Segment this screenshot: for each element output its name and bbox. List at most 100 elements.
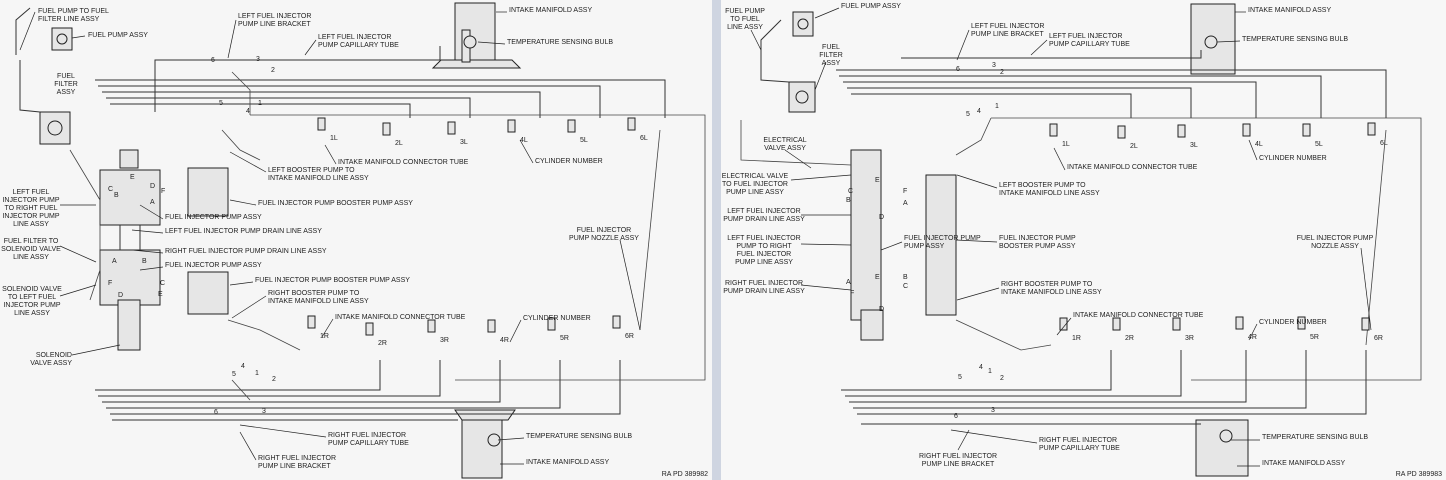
pump-port-top-f: F [161, 188, 165, 195]
bracket-number-top-1: 1 [258, 100, 262, 107]
fuel-line-bundle [740, 19, 1422, 425]
injector-nozzle-2r [365, 322, 374, 336]
pump-port-top-c: C [848, 188, 853, 195]
label-intake-conn-top: INTAKE MANIFOLD CONNECTOR TUBE [338, 159, 469, 166]
cylinder-label-3r: 3R [1185, 335, 1194, 342]
cylinder-label-2r: 2R [1125, 335, 1134, 342]
label-temp-top: TEMPERATURE SENSING BULB [507, 39, 613, 46]
fuel-filter [39, 111, 71, 145]
cylinder-label-1r: 1R [1072, 335, 1081, 342]
label-intake-top: INTAKE MANIFOLD ASSY [1248, 7, 1331, 14]
bracket-number-top-3: 3 [992, 62, 996, 69]
cylinder-label-6r: 6R [1374, 335, 1383, 342]
pump-port-top-d: D [879, 214, 884, 221]
injector-nozzle-4l [1242, 123, 1251, 137]
injector-nozzle-4r [487, 319, 496, 333]
cylinder-label-4l: 4L [520, 137, 528, 144]
label-fuel-pump: FUEL PUMP ASSY [841, 3, 901, 10]
pump-port-bottom-e: E [875, 274, 880, 281]
label-booster-bottom: FUEL INJECTOR PUMP BOOSTER PUMP ASSY [255, 277, 410, 284]
label-intake-bottom: INTAKE MANIFOLD ASSY [1262, 460, 1345, 467]
cylinder-label-5r: 5R [560, 335, 569, 342]
bracket-number-bottom-3: 3 [991, 407, 995, 414]
cylinder-label-5r: 5R [1310, 334, 1319, 341]
label-booster-top: FUEL INJECTOR PUMP BOOSTER PUMP ASSY [258, 200, 413, 207]
pump-port-top-a: A [903, 200, 908, 207]
injector-nozzle-5l [1302, 123, 1311, 137]
bracket-number-top-5: 5 [966, 111, 970, 118]
plate-number: RA PD 389982 [662, 471, 708, 478]
cylinder-label-2l: 2L [395, 140, 403, 147]
injector-nozzle-4l [507, 119, 516, 133]
injector-nozzle-3l [1177, 124, 1186, 138]
injector-nozzle-5l [567, 119, 576, 133]
pump-port-bottom-b: B [903, 274, 908, 281]
bracket-number-top-6: 6 [211, 57, 215, 64]
bracket-number-bottom-2: 2 [272, 376, 276, 383]
label-cyl-bottom: CYLINDER NUMBER [523, 315, 591, 322]
injector-nozzle-5r [547, 317, 556, 331]
pump-port-top-e: E [875, 177, 880, 184]
pump-port-bottom-c: C [160, 280, 165, 287]
injector-nozzle-6l [1367, 122, 1376, 136]
bracket-number-bottom-3: 3 [262, 408, 266, 415]
cylinder-label-4r: 4R [1248, 334, 1257, 341]
bracket-number-bottom-4: 4 [241, 363, 245, 370]
injector-nozzle-1r [307, 315, 316, 329]
cylinder-label-5l: 5L [1315, 141, 1323, 148]
intake-manifold-top [1190, 3, 1236, 75]
bracket-number-bottom-1: 1 [988, 368, 992, 375]
pump-port-bottom-d: D [118, 292, 123, 299]
label-intake-conn-bottom: INTAKE MANIFOLD CONNECTOR TUBE [1073, 312, 1204, 319]
pump-port-top-f: F [903, 188, 907, 195]
pump-port-bottom-c: C [903, 283, 908, 290]
fuel-pump [51, 27, 73, 51]
intake-manifold-top [431, 2, 522, 69]
label-temp-bottom: TEMPERATURE SENSING BULB [526, 433, 632, 440]
bracket-number-top-2: 2 [271, 67, 275, 74]
label-cyl-bottom: CYLINDER NUMBER [1259, 319, 1327, 326]
bracket-number-bottom-5: 5 [958, 374, 962, 381]
injector-nozzle-1r [1059, 317, 1068, 331]
pump-port-top-a: A [150, 199, 155, 206]
injector-nozzle-3r [1172, 317, 1181, 331]
bracket-number-bottom-6: 6 [214, 409, 218, 416]
cylinder-label-3l: 3L [1190, 142, 1198, 149]
injector-nozzle-6l [627, 117, 636, 131]
bracket-number-bottom-2: 2 [1000, 375, 1004, 382]
injector-nozzle-5r [1297, 316, 1306, 330]
label-intake-conn-bottom: INTAKE MANIFOLD CONNECTOR TUBE [335, 314, 466, 321]
injector-nozzle-2l [1117, 125, 1126, 139]
injector-nozzle-1l [317, 117, 326, 131]
pump-port-top-b: B [846, 197, 851, 204]
injector-nozzle-6r [1361, 317, 1370, 331]
pump-port-top-c: C [108, 186, 113, 193]
injector-nozzle-2r [1112, 317, 1121, 331]
label-fuel-pump: FUEL PUMP ASSY [88, 32, 148, 39]
cylinder-label-4l: 4L [1255, 141, 1263, 148]
bracket-number-bottom-5: 5 [232, 371, 236, 378]
plate-number: RA PD 389983 [1396, 471, 1442, 478]
pump-port-bottom-e: E [158, 291, 163, 298]
